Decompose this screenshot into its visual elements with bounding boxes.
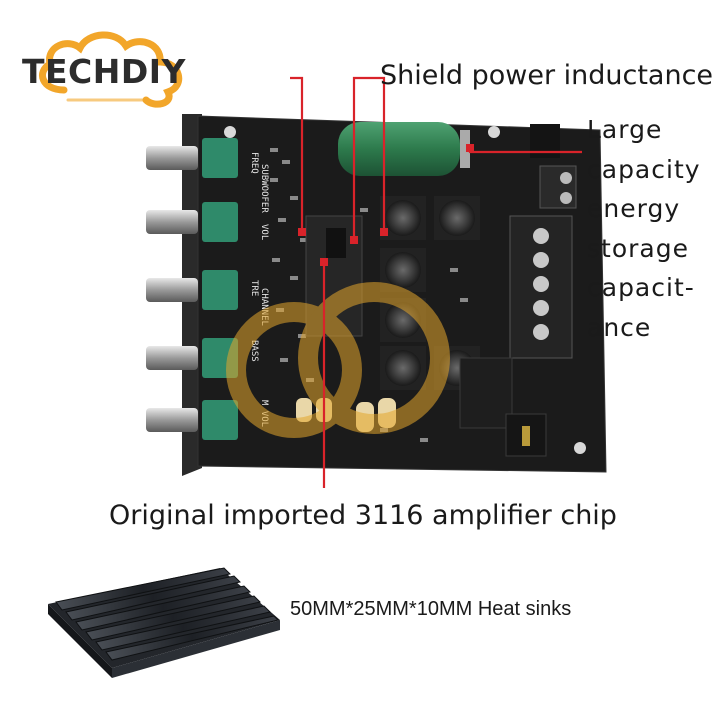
silk-tre: TRE [249,280,259,296]
callout-heat-sinks: 50MM*25MM*10MM Heat sinks [290,598,572,620]
chip [326,228,346,258]
callout-capacitor-line: energy [587,194,681,223]
mount-hole [488,126,500,138]
mount-hole [224,126,236,138]
callout-capacitor: Large capacity energy storage capacit- a… [587,110,717,347]
logo-cloud-icon [39,31,183,108]
silk-bass: BASS [249,340,259,362]
callout-capacitor-line: Large [587,115,663,144]
amplifier-board: FREQ SUBWOOFER VOL TRE CHANNEL BASS M VO… [146,114,607,476]
callout-amplifier-chip: Original imported 3116 amplifier chip [109,500,617,531]
large-capacitor [338,122,460,176]
logo-text: TECHDIY [22,52,186,91]
silk-subwoofer: SUBWOOFER [259,164,269,213]
heatsink-image [48,567,280,678]
dc-jack [530,124,560,158]
silk-freq: FREQ [249,152,259,174]
silk-vol: VOL [259,224,269,240]
callout-shield-inductance: Shield power inductance [380,60,714,91]
callout-capacitor-line: storage [587,233,689,263]
callout-capacitor-line: capacit- [587,273,695,302]
callout-capacitor-line: capacity [587,154,701,184]
bluetooth-module [459,357,513,429]
mount-hole [574,442,586,454]
silk-channel: CHANNEL [259,288,269,326]
small-capacitor [296,398,312,422]
watermark [226,282,450,438]
techdiy-logo: TECHDIY [14,30,194,110]
potentiometer-row [146,138,238,440]
callout-capacitor-line: ance [587,312,652,342]
